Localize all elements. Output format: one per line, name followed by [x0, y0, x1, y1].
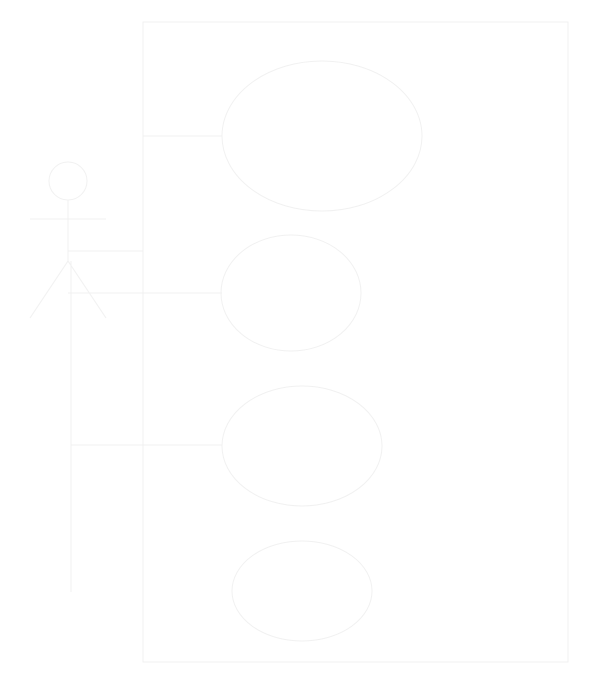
- association-use-case-1: [68, 135, 222, 252]
- actor-left-leg: [29, 260, 69, 319]
- use-case-4: [231, 540, 373, 642]
- actor-right-leg: [67, 260, 107, 319]
- actor-head: [48, 161, 88, 201]
- use-case-3: [221, 385, 383, 507]
- actor: [29, 161, 107, 319]
- system-boundary: [142, 21, 569, 663]
- use-case-2: [220, 234, 362, 352]
- use-case-1: [221, 60, 423, 212]
